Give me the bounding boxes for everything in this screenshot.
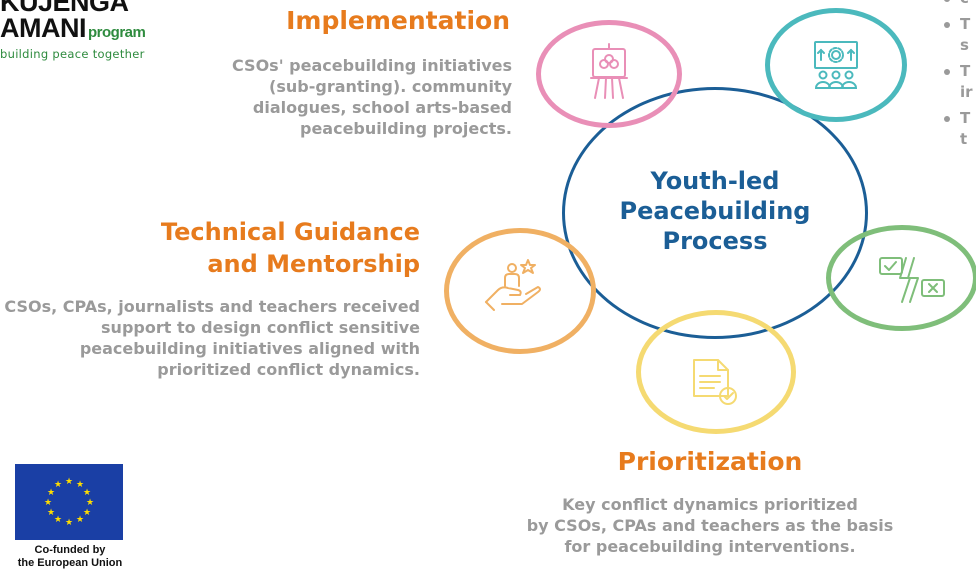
bullet-dot bbox=[944, 115, 950, 122]
prioritization-text: Key conflict dynamics prioritized by CSO… bbox=[510, 494, 910, 557]
technical-guidance-title: Technical Guidance and Mentorship bbox=[100, 216, 420, 280]
implementation-text: CSOs' peacebuilding initiatives (sub-gra… bbox=[232, 56, 512, 138]
hand-growth-star-icon bbox=[485, 259, 541, 311]
center-line-2: Peacebuilding bbox=[619, 197, 811, 225]
logo-tagline: building peace together bbox=[0, 47, 145, 61]
implementation-title: Implementation bbox=[286, 6, 510, 35]
svg-text:★: ★ bbox=[47, 488, 55, 498]
partial-bullet-list: c Ts Tir Tt bbox=[944, 0, 976, 155]
prioritization-title: Prioritization bbox=[617, 447, 803, 476]
decision-circle bbox=[826, 225, 976, 331]
prioritization-text-line-3: for peacebuilding interventions. bbox=[564, 537, 856, 556]
svg-text:★: ★ bbox=[54, 515, 62, 525]
eu-stars-icon: ★ ★ ★ ★ ★ ★ ★ ★ ★ ★ ★ ★ bbox=[44, 477, 94, 528]
center-line-3: Process bbox=[662, 227, 768, 255]
logo-line-1: KUJENGA bbox=[0, 0, 129, 17]
bullet-item: c bbox=[944, 0, 976, 9]
technical-guidance-circle bbox=[444, 228, 596, 354]
center-title: Youth-led Peacebuilding Process bbox=[600, 166, 830, 256]
eu-text-line-2: the European Union bbox=[17, 557, 123, 569]
eu-text-line-1: Co-funded by bbox=[34, 544, 106, 556]
workshop-circle bbox=[765, 8, 907, 122]
logo-program: program bbox=[88, 24, 146, 41]
workshop-presentation-icon bbox=[814, 41, 858, 89]
bullet-dot bbox=[944, 21, 950, 28]
svg-text:★: ★ bbox=[83, 488, 91, 498]
bullet-dot bbox=[944, 68, 950, 75]
svg-text:★: ★ bbox=[76, 515, 84, 525]
svg-text:★: ★ bbox=[54, 480, 62, 490]
svg-text:★: ★ bbox=[83, 508, 91, 518]
center-line-1: Youth-led bbox=[650, 167, 780, 195]
eu-cofunded-text: Co-funded by the European Union bbox=[0, 544, 140, 570]
technical-guidance-text: CSOs, CPAs, journalists and teachers rec… bbox=[4, 297, 420, 379]
prioritization-text-line-2: by CSOs, CPAs and teachers as the basis bbox=[526, 516, 894, 535]
svg-text:★: ★ bbox=[65, 477, 73, 487]
svg-text:★: ★ bbox=[65, 518, 73, 528]
decision-check-cross-icon bbox=[879, 257, 945, 303]
technical-title-line-2: and Mentorship bbox=[207, 250, 420, 278]
svg-text:★: ★ bbox=[86, 498, 94, 508]
eu-flag: ★ ★ ★ ★ ★ ★ ★ ★ ★ ★ ★ ★ bbox=[15, 464, 123, 540]
svg-text:★: ★ bbox=[44, 498, 52, 508]
bullet-dot bbox=[944, 0, 950, 2]
prioritization-text-line-1: Key conflict dynamics prioritized bbox=[562, 495, 858, 514]
implementation-circle bbox=[536, 20, 682, 128]
technical-title-line-1: Technical Guidance bbox=[160, 218, 420, 246]
logo-amani: AMANI bbox=[0, 13, 87, 43]
easel-art-icon bbox=[590, 43, 628, 99]
svg-text:★: ★ bbox=[76, 480, 84, 490]
document-checklist-icon bbox=[693, 359, 737, 405]
svg-text:★: ★ bbox=[47, 508, 55, 518]
prioritization-circle bbox=[636, 310, 796, 434]
